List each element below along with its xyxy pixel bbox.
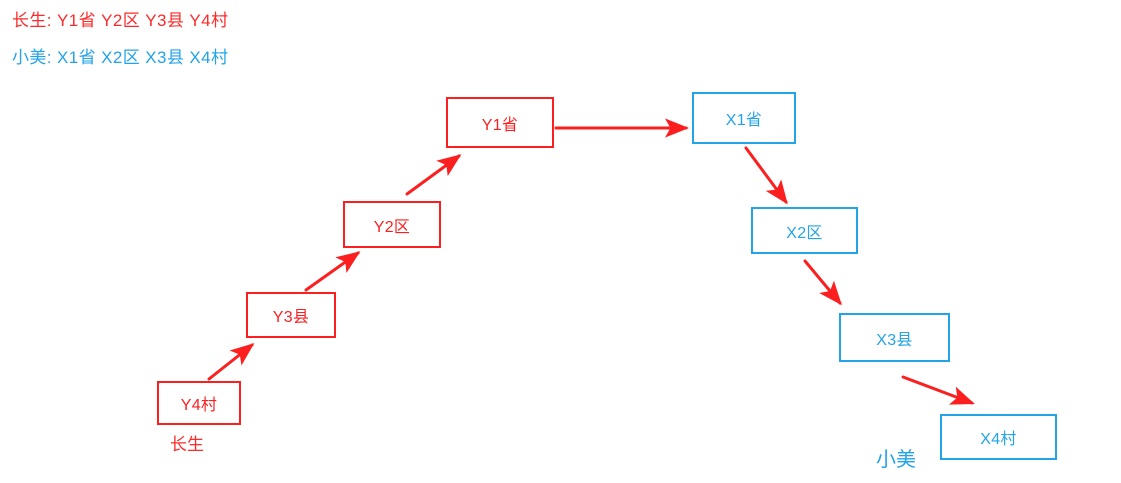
node-label: Y3县 — [272, 309, 310, 326]
node-label: X4村 — [980, 431, 1017, 448]
node-label: X2区 — [786, 224, 823, 242]
legend-xiaomei: 小美: X1省 X2区 X3县 X4村 — [12, 48, 229, 67]
node-x3-county[interactable]: X3县 — [839, 313, 950, 362]
person-tag-xiaomei: 小美 — [876, 449, 916, 471]
node-x2-district[interactable]: X2区 — [751, 207, 858, 254]
arrow-y3-to-y2 — [304, 251, 361, 292]
arrow-x3-to-x4 — [901, 375, 975, 405]
node-label: X1省 — [725, 112, 763, 129]
arrow-x2-to-x3 — [803, 259, 842, 306]
arrow-y2-to-y1 — [405, 154, 462, 196]
node-x4-village[interactable]: X4村 — [940, 414, 1057, 460]
legend-changsheng: 长生: Y1省 Y2区 Y3县 Y4村 — [12, 11, 229, 30]
node-label: Y4村 — [180, 397, 218, 414]
arrow-x1-to-x2 — [744, 146, 788, 205]
person-tag-changsheng: 长生 — [170, 435, 204, 454]
node-label: Y1省 — [481, 116, 519, 134]
node-y3-county[interactable]: Y3县 — [246, 292, 336, 338]
node-y4-village[interactable]: Y4村 — [157, 381, 241, 425]
node-y2-district[interactable]: Y2区 — [343, 201, 441, 248]
arrow-y4-to-y3 — [207, 343, 255, 381]
node-y1-province[interactable]: Y1省 — [446, 97, 554, 148]
node-label: X3县 — [876, 331, 913, 349]
node-x1-province[interactable]: X1省 — [692, 92, 796, 144]
node-label: Y2区 — [373, 218, 411, 236]
